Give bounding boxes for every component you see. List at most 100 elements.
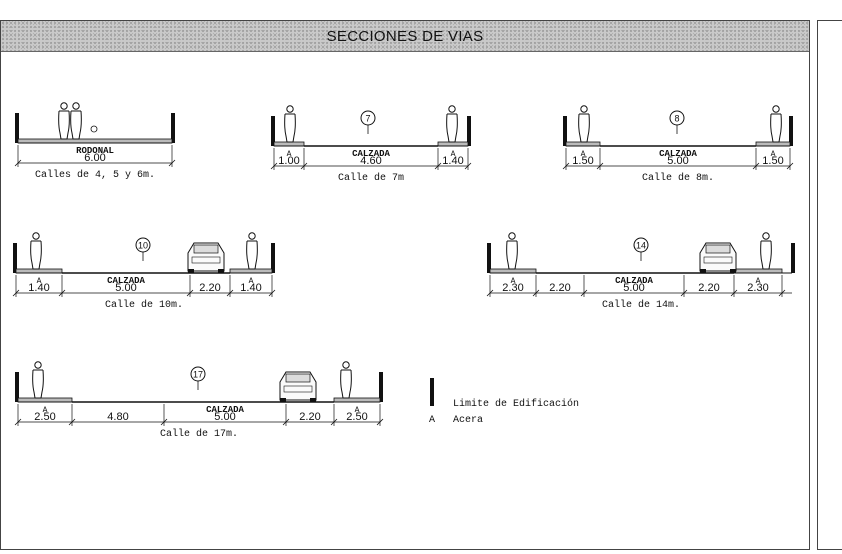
sidewalk-segment (437, 141, 469, 147)
pedestrian-icon (246, 232, 258, 270)
pedestrian-icon (340, 361, 352, 399)
segment-dimension: 2.30 (502, 282, 523, 294)
sidewalk-symbol: A (756, 277, 761, 286)
dimension-slash (434, 162, 442, 170)
pedestrian-head (72, 102, 80, 110)
section-number-badge: 17 (190, 366, 206, 390)
pedestrian-icon (760, 232, 772, 270)
segment-label: CALZADA (107, 276, 145, 286)
dimension-slash (58, 289, 66, 297)
building-limit-left (487, 243, 491, 273)
section-caption: Calle de 8m. (642, 172, 714, 184)
sidewalk-segment (755, 141, 791, 147)
car-wheel-right (730, 269, 736, 273)
dimension-slash (730, 289, 738, 297)
dimension-slash (12, 289, 20, 297)
sidewalk-symbol: A (511, 277, 516, 286)
segment-dimension: 1.50 (762, 155, 783, 167)
sidewalk-segment (565, 141, 601, 147)
segment-dimension: 6.00 (84, 152, 105, 164)
sidewalk-segment (489, 268, 537, 274)
car-icon (279, 371, 317, 402)
pedestrian-body (284, 113, 296, 143)
dimension-slash (160, 418, 168, 426)
dimension-slash (268, 289, 276, 297)
sidewalk-symbol: A (37, 277, 42, 286)
section-caption: Calle de 7m (338, 172, 404, 184)
segment-label: RODONAL (76, 146, 114, 156)
pedestrian-icon (70, 102, 82, 140)
pedestrian-body (32, 369, 44, 399)
legend-limit-label: Limite de Edificación (453, 398, 579, 410)
sidewalk-segment (15, 268, 63, 274)
car-windshield (193, 244, 219, 254)
pedestrian-body (70, 110, 82, 140)
sidewalk-segment (229, 268, 273, 274)
dimension-slash (786, 162, 794, 170)
car-wheel-left (188, 269, 194, 273)
dimension-slash (14, 159, 22, 167)
segment-label: CALZADA (352, 149, 390, 159)
pedestrian-head (248, 232, 256, 240)
pedestrian-head (32, 232, 40, 240)
section-caption: Calle de 10m. (105, 299, 183, 311)
sidewalk-segment (273, 141, 305, 147)
pedestrian-icon (770, 105, 782, 143)
segment-dimension: 1.00 (278, 155, 299, 167)
building-limit-left (15, 372, 19, 402)
dimension-slash (168, 159, 176, 167)
segment-dimension: 2.20 (698, 282, 719, 294)
dimension-slash (464, 162, 472, 170)
sidewalk-symbol: A (581, 150, 586, 159)
dimension-slash (752, 162, 760, 170)
section-number-badge: 7 (360, 110, 376, 134)
segment-dimension: 1.40 (28, 282, 49, 294)
segment-dimension: 2.50 (346, 411, 367, 423)
pedestrian-head (762, 232, 770, 240)
pedestrian-head (580, 105, 588, 113)
dimension-slash (14, 418, 22, 426)
pedestrian-head (448, 105, 456, 113)
pedestrian-body (578, 113, 590, 143)
pedestrian-body (30, 240, 42, 270)
section-number: 8 (674, 114, 679, 124)
segment-dimension: 2.20 (549, 282, 570, 294)
section-number: 10 (138, 241, 148, 251)
car-icon (187, 242, 225, 273)
segment-dimension: 5.00 (623, 282, 644, 294)
segment-dimension: 2.20 (199, 282, 220, 294)
sidewalk-segment (17, 397, 73, 403)
section-number: 14 (636, 241, 646, 251)
building-limit-right (791, 243, 795, 273)
pedestrian-head (286, 105, 294, 113)
main-frame (0, 20, 810, 550)
car-wheel-left (700, 269, 706, 273)
segment-label: CALZADA (659, 149, 697, 159)
building-limit-left (271, 116, 275, 146)
segment-dimension: 2.30 (747, 282, 768, 294)
section-caption: Calle de 14m. (602, 299, 680, 311)
marker-circle (90, 125, 98, 133)
dimension-slash (226, 289, 234, 297)
building-limit-right (467, 116, 471, 146)
segment-dimension: 4.80 (107, 411, 128, 423)
pedestrian-head (772, 105, 780, 113)
building-limit-right (171, 113, 175, 143)
segment-dimension: 1.50 (572, 155, 593, 167)
pedestrian-icon (32, 361, 44, 399)
pedestrian-head (342, 361, 350, 369)
building-limit-right (379, 372, 383, 402)
sidewalk-segment (333, 397, 381, 403)
dimension-slash (376, 418, 384, 426)
car-wheel-right (310, 398, 316, 402)
segment-label: CALZADA (206, 405, 244, 415)
car-grille (703, 256, 733, 264)
pedestrian-body (770, 113, 782, 143)
side-frame (817, 20, 842, 550)
